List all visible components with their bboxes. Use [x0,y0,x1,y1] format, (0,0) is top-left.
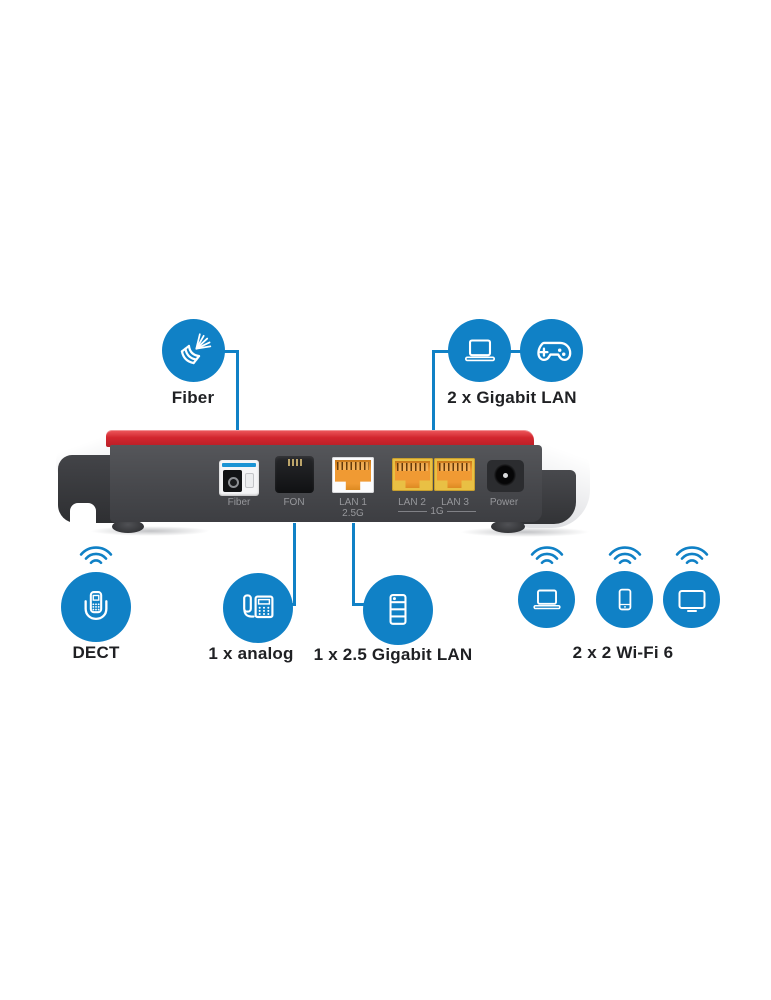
router-red-top [106,430,534,447]
lan25g-label: 1 x 2.5 Gigabit LAN [313,645,473,664]
gamepad-icon [536,341,571,361]
fiber-callout-label: Fiber [171,388,215,407]
fiber-port-lens [228,477,239,488]
lan2-port-insert [395,461,430,488]
laptop-icon [532,589,561,609]
connector-line [432,350,450,353]
smartphone-icon [618,588,631,610]
lan2-port-label: LAN 2 [398,497,426,508]
connector-line [509,350,522,353]
lan3-port [434,458,475,491]
server-icon [389,594,407,625]
router-left-notch [70,503,96,524]
wireless-waves-icon [79,546,113,565]
power-port-label: Power [489,497,519,508]
connector-line [352,603,367,606]
fiber-port-stripe [222,463,256,467]
cordless-phone-icon [84,591,108,620]
router-left-base [58,455,118,524]
lan1-port [332,457,374,493]
lan1-port-label: LAN 1 [339,497,367,508]
gigabit-lan-label: 2 x Gigabit LAN [447,388,577,407]
connector-line [293,523,296,606]
analog-label: 1 x analog [208,644,294,663]
lan25g-callout-circle [363,575,433,645]
lan3-port-contacts [439,463,470,471]
lan2-port [392,458,433,491]
router-foot [112,520,144,533]
lan3-port-label: LAN 3 [441,497,469,508]
wifi-smartphone-circle [596,571,653,628]
router-foot [491,520,525,533]
lan-speed-tick [398,511,428,512]
fiber-port [219,460,259,496]
router-shadow [90,526,210,536]
fon-port [275,456,314,493]
fiber-callout-circle [162,319,225,382]
dect-label: DECT [72,643,120,662]
lan3-port-insert [437,461,472,488]
lan2-port-contacts [397,463,428,471]
connector-line [224,350,239,353]
lan1-speed-label: 2.5G [342,508,364,519]
lan-speed-group: 1G [398,506,476,517]
wireless-waves-icon [675,546,709,565]
connector-line [352,523,355,606]
router-rear-face [110,445,542,522]
fon-port-pins [287,459,303,466]
wifi-tv-circle [663,571,720,628]
fiber-port-label: Fiber [227,497,251,508]
gigabit-gamepad-circle [520,319,583,382]
wireless-waves-icon [530,546,564,565]
wifi-laptop-circle [518,571,575,628]
power-port-pin [503,473,508,478]
wireless-waves-icon [608,546,642,565]
router-shadow [460,527,590,537]
laptop-icon [464,338,495,361]
fon-port-label: FON [283,497,305,508]
desk-phone-icon [243,594,274,619]
connector-line [236,350,239,432]
fiber-port-socket [223,470,242,492]
fiber-port-latch [245,473,254,488]
wifi-label: 2 x 2 Wi-Fi 6 [572,643,674,662]
lan-speed-tick [446,511,476,512]
fiber-cable-icon [180,332,211,364]
connector-line [432,350,435,432]
analog-callout-circle [223,573,293,643]
power-port [487,460,524,492]
dect-callout-circle [61,572,131,642]
lan-group-speed-label: 1G [430,506,444,517]
lan1-port-insert [335,460,371,490]
tv-icon [678,589,705,612]
lan1-port-contacts [337,462,369,470]
gigabit-laptop-circle [448,319,511,382]
